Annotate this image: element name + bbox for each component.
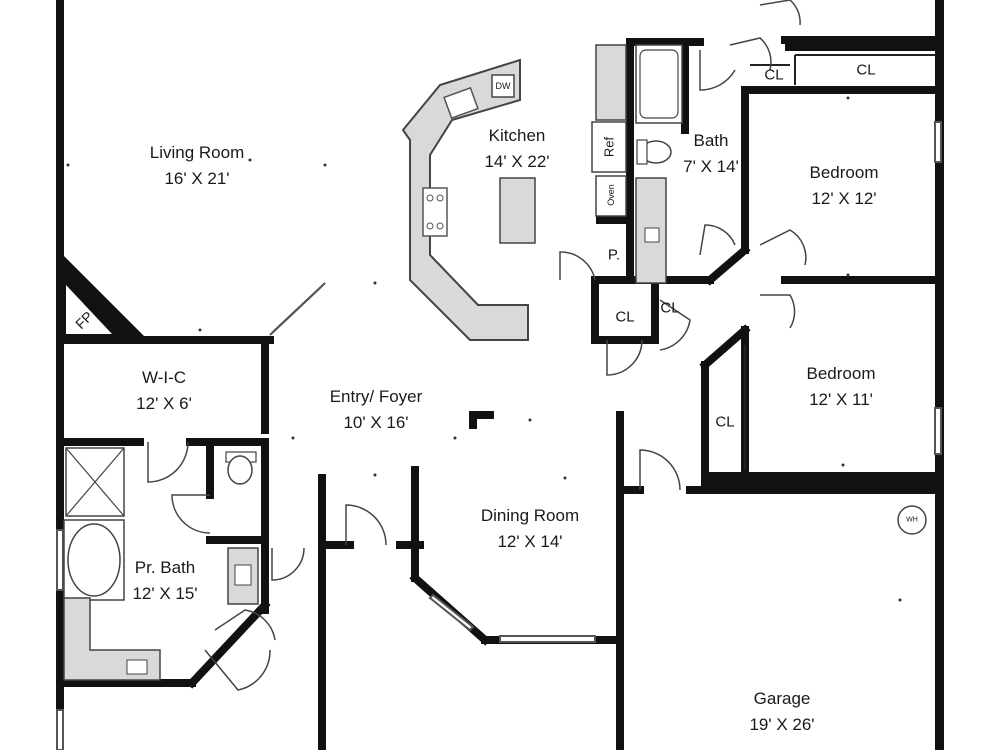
closet-label: CL [764, 66, 784, 84]
dishwasher-label: DW [495, 81, 511, 91]
room-name: Kitchen [488, 126, 546, 145]
room-bedroom-1: Bedroom 12' X 12' [810, 160, 879, 212]
room-dimensions: 19' X 26' [749, 715, 815, 734]
fixture-dots [66, 96, 902, 602]
room-dimensions: 7' X 14' [683, 157, 739, 176]
room-name: Living Room [149, 143, 245, 162]
room-dimensions: 10' X 16' [343, 413, 409, 432]
windows [56, 121, 942, 750]
room-bath: Bath 7' X 14' [683, 128, 739, 180]
room-name: W-I-C [141, 368, 187, 387]
room-name: Entry/ Foyer [329, 387, 423, 406]
room-name: Bedroom [809, 163, 879, 182]
room-name: Bedroom [806, 364, 876, 383]
wall-blocks [705, 0, 943, 750]
room-dining: Dining Room 12' X 14' [481, 503, 579, 555]
bath-fixtures [591, 44, 683, 284]
room-dimensions: 12' X 14' [497, 532, 563, 551]
primary-bath-fixtures [63, 447, 259, 681]
refrigerator-label: Ref [601, 136, 617, 158]
pantry-label: P. [607, 246, 621, 264]
room-dimensions: 12' X 12' [811, 189, 877, 208]
room-dimensions: 12' X 15' [132, 584, 198, 603]
room-name: Garage [753, 689, 811, 708]
room-name: Pr. Bath [134, 558, 196, 577]
water-heater-label: WH [906, 516, 918, 524]
room-dimensions: 14' X 22' [484, 152, 550, 171]
oven-label: Oven [606, 184, 616, 206]
room-kitchen: Kitchen 14' X 22' [484, 123, 549, 175]
room-name: Dining Room [480, 506, 580, 525]
room-garage: Garage 19' X 26' [749, 686, 814, 738]
room-name: Bath [693, 131, 729, 150]
water-heater-icon [897, 505, 927, 535]
room-entry: Entry/ Foyer 10' X 16' [330, 384, 423, 436]
closet-label: CL [856, 61, 876, 79]
doors [147, 0, 807, 691]
room-dimensions: 16' X 21' [164, 169, 230, 188]
room-wic: W-I-C 12' X 6' [136, 365, 192, 417]
room-primary-bath: Pr. Bath 12' X 15' [132, 555, 197, 607]
fireplace-icon [66, 285, 112, 334]
kitchen-counter [401, 58, 536, 341]
room-dimensions: 12' X 11' [809, 390, 873, 409]
closet-label: CL [660, 299, 680, 317]
thin-walls [744, 54, 935, 470]
room-bedroom-2: Bedroom 12' X 11' [807, 361, 876, 413]
closet-label: CL [615, 308, 635, 326]
closet-label: CL [715, 413, 735, 431]
room-living: Living Room 16' X 21' [150, 140, 245, 192]
room-dimensions: 12' X 6' [136, 394, 192, 413]
